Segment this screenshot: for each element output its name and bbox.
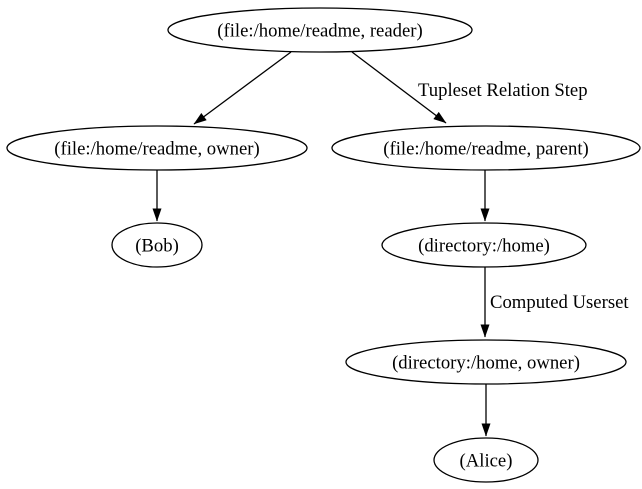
node-label: (file:/home/readme, reader): [217, 21, 422, 42]
node-ellipse: [381, 222, 587, 268]
edge-reader-to-owner: [193, 51, 292, 125]
node-label: (file:/home/readme, parent): [383, 139, 588, 160]
node-ellipse: [6, 125, 308, 171]
node-label: (directory:/home): [418, 236, 550, 257]
node-ellipse: [111, 222, 203, 268]
node-label: (file:/home/readme, owner): [54, 139, 259, 160]
node-ellipse: [167, 7, 473, 53]
edge-reader-to-parent: [351, 51, 447, 124]
node-file-readme-parent: (file:/home/readme, parent): [331, 125, 641, 171]
node-alice: (Alice): [433, 437, 539, 483]
node-label: (directory:/home, owner): [392, 353, 580, 374]
edge-label-tupleset-relation-step: Tupleset Relation Step: [418, 80, 588, 101]
edge-group: Tupleset Relation Step Computed Userset: [152, 51, 629, 437]
node-ellipse: [331, 125, 641, 171]
node-label: (Bob): [135, 236, 179, 257]
node-directory-home: (directory:/home): [381, 222, 587, 268]
node-bob: (Bob): [111, 222, 203, 268]
node-label: (Alice): [460, 451, 513, 472]
node-file-readme-reader: (file:/home/readme, reader): [167, 7, 473, 53]
node-file-readme-owner: (file:/home/readme, owner): [6, 125, 308, 171]
node-directory-home-owner: (directory:/home, owner): [345, 339, 627, 385]
edge-label-computed-userset: Computed Userset: [490, 292, 629, 313]
node-ellipse: [433, 437, 539, 483]
node-ellipse: [345, 339, 627, 385]
